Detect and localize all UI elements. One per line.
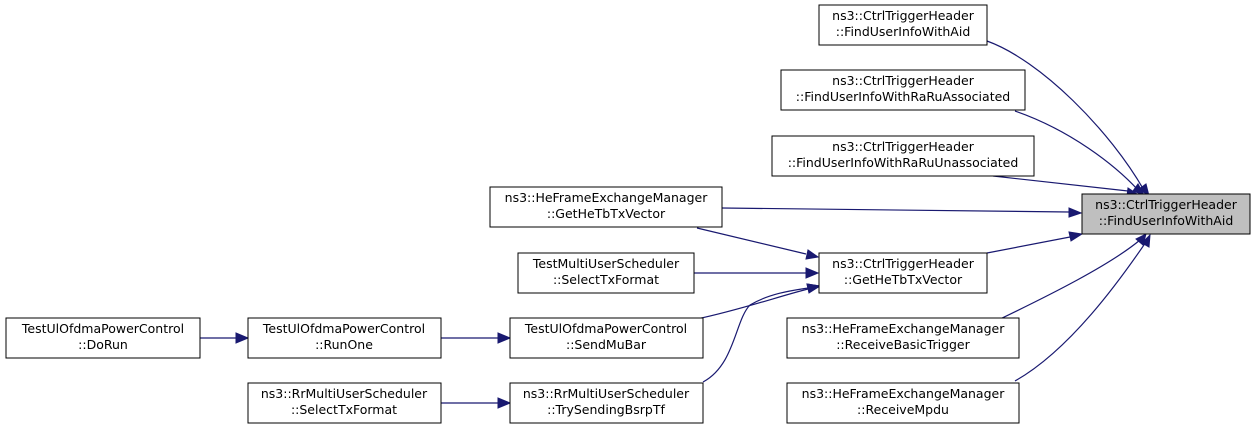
node-hefem-receive-mpdu[interactable]: ns3::HeFrameExchangeManager ::ReceiveMpd… bbox=[786, 382, 1020, 424]
edge-find-ra-assoc-to-target bbox=[1014, 110, 1146, 196]
node-label-line2: ::GetHeTbTxVector bbox=[844, 272, 963, 287]
node-label-line2: ::ReceiveBasicTrigger bbox=[836, 337, 970, 352]
node-label-line1: ns3::CtrlTriggerHeader bbox=[832, 8, 975, 23]
node-label-line1: ns3::HeFrameExchangeManager bbox=[802, 386, 1006, 401]
node-find-user-info-with-aid[interactable]: ns3::CtrlTriggerHeader ::FindUserInfoWit… bbox=[818, 4, 988, 46]
node-label-line1: ns3::HeFrameExchangeManager bbox=[505, 190, 709, 205]
node-target-find-user-info-with-aid[interactable]: ns3::CtrlTriggerHeader ::FindUserInfoWit… bbox=[1081, 193, 1251, 235]
node-label-line1: TestMultiUserScheduler bbox=[532, 256, 680, 271]
node-label-line2: ::FindUserInfoWithRaRuAssociated bbox=[796, 89, 1010, 104]
node-label-line1: ns3::CtrlTriggerHeader bbox=[832, 139, 975, 154]
node-hefem-receive-basic-trigger[interactable]: ns3::HeFrameExchangeManager ::ReceiveBas… bbox=[786, 317, 1020, 359]
edge-hefem-get-vec-to-ctrl-get-vec bbox=[696, 227, 820, 260]
edge-rr-select-to-rr-bsrp bbox=[441, 397, 512, 409]
node-rr-select-tx-format[interactable]: ns3::RrMultiUserScheduler ::SelectTxForm… bbox=[247, 382, 442, 424]
node-label-line2: ::RunOne bbox=[315, 337, 373, 352]
node-label-line1: ns3::HeFrameExchangeManager bbox=[802, 321, 1006, 336]
node-label-line1: ns3::RrMultiUserScheduler bbox=[261, 386, 428, 401]
node-label-line1: TestUlOfdmaPowerControl bbox=[262, 321, 425, 336]
node-label-line1: ns3::RrMultiUserScheduler bbox=[523, 386, 690, 401]
node-test-ul-do-run[interactable]: TestUlOfdmaPowerControl ::DoRun bbox=[5, 317, 201, 359]
edge-hefem-get-vec-to-target bbox=[721, 207, 1083, 218]
node-label-line2: ::SelectTxFormat bbox=[291, 402, 397, 417]
node-label-line2: ::GetHeTbTxVector bbox=[547, 206, 666, 221]
node-test-ul-run-one[interactable]: TestUlOfdmaPowerControl ::RunOne bbox=[247, 317, 442, 359]
node-label-line1: ns3::CtrlTriggerHeader bbox=[832, 256, 975, 271]
node-label-line2: ::FindUserInfoWithAid bbox=[1099, 213, 1234, 228]
node-find-user-info-ra-ru-associated[interactable]: ns3::CtrlTriggerHeader ::FindUserInfoWit… bbox=[780, 69, 1026, 111]
node-test-ul-send-mu-bar[interactable]: TestUlOfdmaPowerControl ::SendMuBar bbox=[509, 317, 704, 359]
node-label-line2: ::DoRun bbox=[78, 337, 128, 352]
node-label-line1: ns3::CtrlTriggerHeader bbox=[832, 73, 975, 88]
node-find-user-info-ra-ru-unassociated[interactable]: ns3::CtrlTriggerHeader ::FindUserInfoWit… bbox=[771, 135, 1035, 177]
edge-runone-to-sendmubar bbox=[441, 332, 512, 344]
node-rr-try-sending-bsrp-tf[interactable]: ns3::RrMultiUserScheduler ::TrySendingBs… bbox=[509, 382, 704, 424]
node-label-line2: ::ReceiveMpdu bbox=[857, 402, 949, 417]
edge-dorun-to-runone bbox=[200, 332, 250, 344]
node-label-line1: TestUlOfdmaPowerControl bbox=[21, 321, 184, 336]
edge-rr-bsrp-to-ctrl-get-vec bbox=[702, 283, 822, 383]
node-label-line2: ::FindUserInfoWithRaRuUnassociated bbox=[788, 155, 1019, 170]
node-label-line2: ::SendMuBar bbox=[566, 337, 647, 352]
node-label-line2: ::TrySendingBsrpTf bbox=[547, 402, 665, 417]
node-test-mus-select-tx-format[interactable]: TestMultiUserScheduler ::SelectTxFormat bbox=[517, 252, 695, 294]
node-label-line2: ::FindUserInfoWithAid bbox=[836, 24, 971, 39]
node-hefem-get-he-tb-tx-vector[interactable]: ns3::HeFrameExchangeManager ::GetHeTbTxV… bbox=[489, 186, 723, 228]
node-label-line1: ns3::CtrlTriggerHeader bbox=[1095, 197, 1238, 212]
edge-test-mus-select-to-ctrl-get-vec bbox=[694, 267, 820, 279]
node-ctrl-get-he-tb-tx-vector[interactable]: ns3::CtrlTriggerHeader ::GetHeTbTxVector bbox=[818, 252, 988, 294]
edge-mpdu-to-target bbox=[1014, 233, 1151, 382]
edge-ctrl-get-vec-to-target bbox=[986, 231, 1084, 254]
node-label-line2: ::SelectTxFormat bbox=[553, 272, 659, 287]
edge-find-ra-unassoc-to-target bbox=[992, 175, 1139, 197]
edge-find-aid-to-target bbox=[986, 40, 1150, 198]
node-label-line1: TestUlOfdmaPowerControl bbox=[524, 321, 687, 336]
